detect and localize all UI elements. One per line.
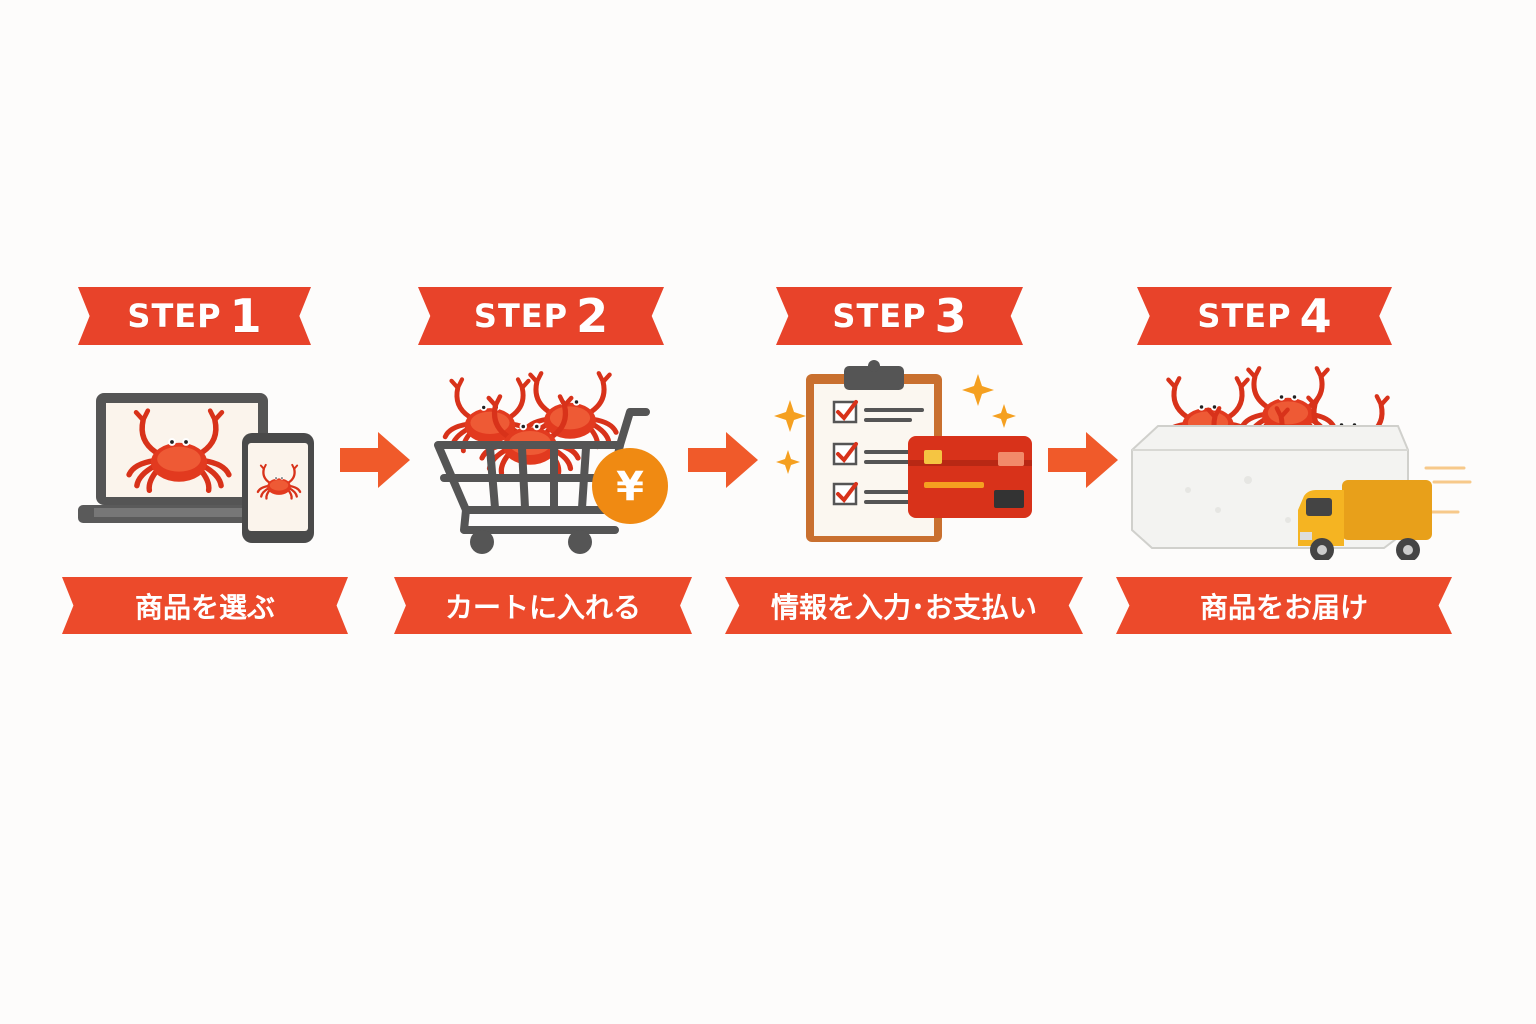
arrow-right-icon (688, 432, 758, 488)
step-number: 1 (229, 289, 262, 343)
step-number: 2 (576, 289, 609, 343)
shopping-cart-icon: ¥ (434, 360, 668, 554)
clipboard-and-card-icon (774, 360, 1032, 542)
arrow-right-icon (1048, 432, 1118, 488)
step-4-label: 商品をお届け (1116, 577, 1452, 634)
step-3-label: 情報を入力･お支払い (725, 577, 1083, 634)
arrow-right-icon (340, 432, 410, 488)
step-1-label: 商品を選ぶ (62, 577, 348, 634)
crab-box-and-truck-icon (1131, 360, 1472, 560)
step-number: 4 (1299, 289, 1332, 343)
step-word: STEP (832, 297, 927, 335)
step-word: STEP (1197, 297, 1292, 335)
step-2-label: カートに入れる (394, 577, 692, 634)
step-number: 3 (934, 289, 967, 343)
step-word: STEP (473, 297, 569, 335)
svg-text:¥: ¥ (616, 464, 644, 510)
step-word: STEP (127, 297, 222, 335)
laptop-and-phone-icon (78, 393, 314, 543)
